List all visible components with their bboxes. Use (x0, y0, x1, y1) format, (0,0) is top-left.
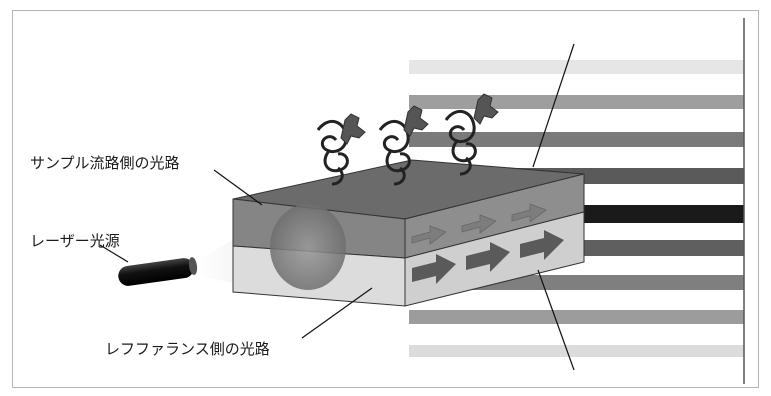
sample-path-leader (213, 169, 263, 206)
beam-spot (270, 204, 346, 290)
fringe-band (409, 132, 744, 147)
sample-path-label: サンプル流路側の光路 (30, 154, 180, 172)
molecule-1 (316, 113, 366, 186)
fringe-band (409, 60, 744, 74)
figure-frame (12, 10, 759, 388)
reference-path-leader (301, 287, 373, 339)
flow-arrows-reference (412, 230, 564, 284)
lower-beam-line (537, 269, 575, 371)
fringe-band (409, 310, 744, 324)
molecule-3 (444, 93, 499, 176)
fringe-band (409, 345, 744, 357)
fringe-band (580, 205, 744, 223)
laser-emitter (118, 257, 198, 286)
laser-source-label: レーザー光源 (30, 232, 120, 250)
upper-beam-line (532, 43, 575, 168)
flow-arrows-sample (411, 203, 547, 245)
molecule-2 (378, 105, 429, 186)
reference-path-label: レフファランス側の光路 (105, 340, 270, 358)
microfluidic-chip (232, 159, 585, 307)
laser-leader (99, 244, 129, 263)
fringe-band (409, 95, 744, 109)
leader-lines (99, 43, 575, 371)
